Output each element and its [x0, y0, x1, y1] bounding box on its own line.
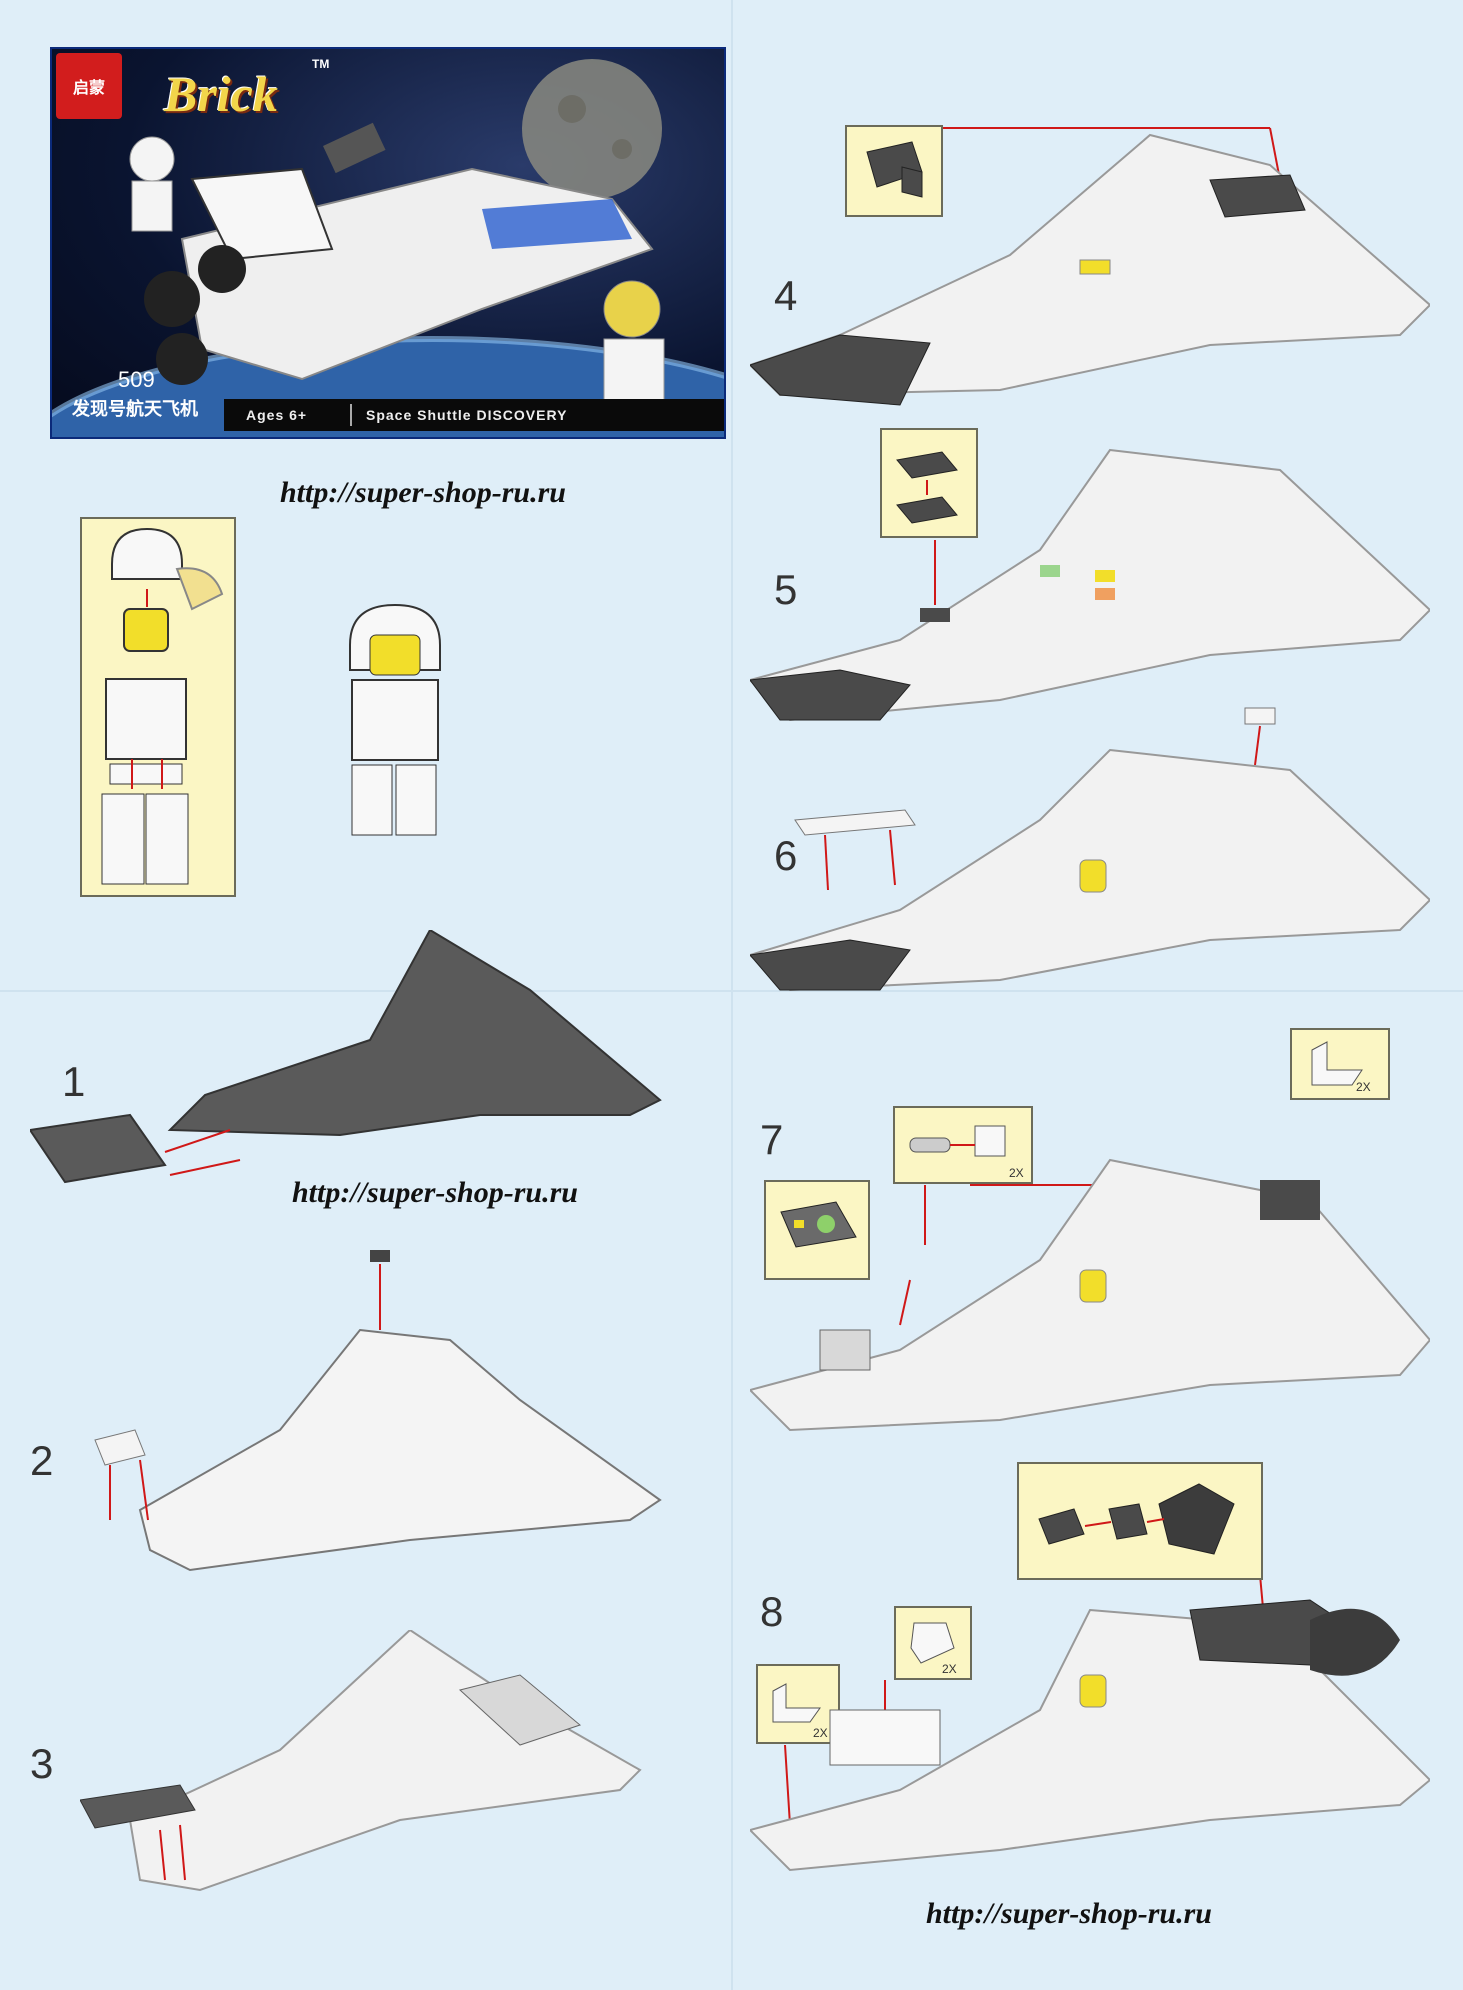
- step-number-5: 5: [774, 566, 798, 613]
- step-5-callout: [880, 428, 978, 538]
- step-number-2: 2: [30, 1437, 54, 1484]
- set-number: 509: [118, 367, 155, 392]
- set-name: Space Shuttle DISCOVERY: [366, 407, 568, 423]
- step-7-bracket-callout: 2X: [893, 1106, 1033, 1184]
- step-number-4: 4: [774, 272, 798, 319]
- step-number-1: 1: [62, 1058, 86, 1105]
- multiplier-7-bracket: 2X: [1009, 1166, 1024, 1180]
- step-number-7: 7: [760, 1116, 784, 1163]
- step-6-diagram: [750, 707, 1430, 992]
- cover-info-bar: Ages 6+ Space Shuttle DISCOVERY: [224, 399, 724, 431]
- step-4-diagram: [750, 127, 1430, 406]
- slope-brick-icon: [866, 141, 923, 198]
- step-7-diagram: [750, 1158, 1430, 1432]
- brand-name: Brick: [164, 66, 278, 122]
- step-7-panel-callout: [764, 1180, 870, 1280]
- bracket-brick-icon: [909, 1125, 1006, 1157]
- step-number-6: 6: [774, 832, 798, 879]
- brand-logo: 启蒙: [56, 53, 122, 119]
- url-middle[interactable]: http://super-shop-ru.ru: [292, 1176, 578, 1209]
- step-7-seat-callout: 2X: [1290, 1028, 1390, 1100]
- step-8-diagram: [750, 1580, 1430, 1872]
- step-5-diagram: [750, 448, 1430, 722]
- trademark-mark: TM: [312, 57, 330, 71]
- box-cover-image: 启蒙 Brick TM 509 发现号航天飞机 Ages 6+ Space Sh…: [50, 47, 726, 439]
- minifig-assembled-icon: [349, 603, 441, 836]
- seat-brick-icon: [1311, 1041, 1363, 1086]
- control-panel-icon: [780, 1201, 857, 1248]
- multiplier-8-corner: 2X: [942, 1662, 957, 1676]
- step-number-8: 8: [760, 1588, 784, 1635]
- stacked-plate-icon: [896, 451, 958, 524]
- multiplier-8-seat: 2X: [813, 1726, 828, 1740]
- cover-scene: [52, 59, 724, 437]
- corner-brick-icon: [910, 1622, 955, 1664]
- step-8-nose-callout: [1017, 1462, 1263, 1580]
- bar-divider: [350, 404, 352, 426]
- step-3-diagram: [80, 1630, 642, 1892]
- minifig-exploded-icon: [101, 527, 224, 885]
- page-fold-horizontal: [0, 990, 1463, 992]
- step-8-corner-callout: 2X: [894, 1606, 972, 1680]
- url-top[interactable]: http://super-shop-ru.ru: [280, 476, 566, 509]
- seat-brick-icon-2: [772, 1683, 821, 1723]
- step-2-diagram: [94, 1250, 662, 1572]
- page-fold-vertical: [731, 0, 733, 1990]
- step-8-seat-callout: 2X: [756, 1664, 840, 1744]
- step-4-callout: [845, 125, 943, 217]
- age-rating: Ages 6+: [246, 407, 308, 423]
- set-name-chinese: 发现号航天飞机: [72, 399, 198, 419]
- step-number-3: 3: [30, 1740, 54, 1787]
- cockpit-assembly-icon: [1038, 1483, 1235, 1555]
- multiplier-7-seat: 2X: [1356, 1080, 1371, 1094]
- url-bottom[interactable]: http://super-shop-ru.ru: [926, 1897, 1212, 1930]
- step-1-diagram: [30, 930, 662, 1184]
- minifig-callout: [80, 517, 236, 897]
